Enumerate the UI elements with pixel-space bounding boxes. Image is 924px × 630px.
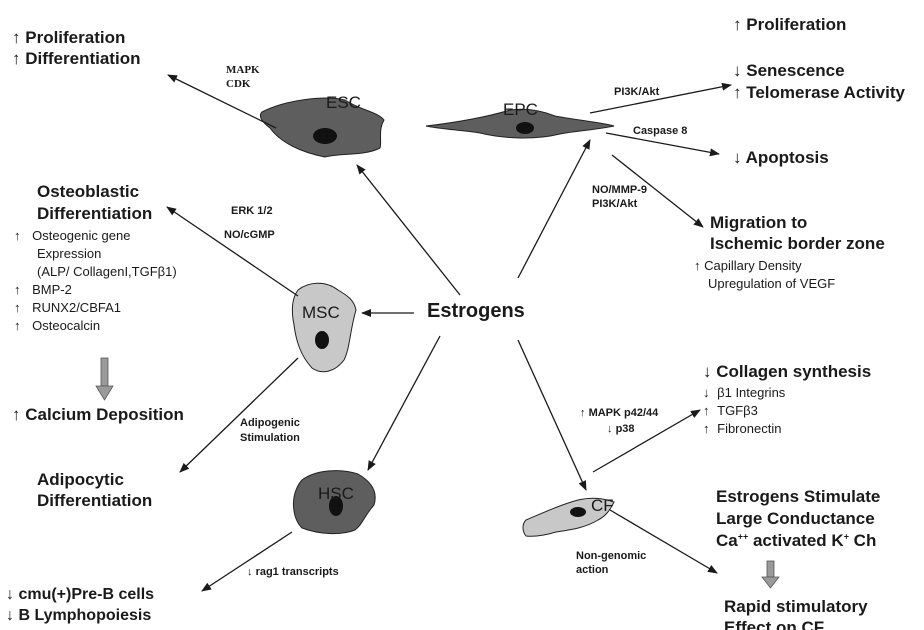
msc-osteo-title-line1: Osteoblastic [37,181,139,202]
arrow-msc-to-adipocytic [180,358,298,472]
arrow-estrogens-to-epc [518,140,590,278]
cf-stim-line3: Ca++ activated K+ Ch [716,530,876,551]
up-arrow-icon: ↑ [14,228,21,243]
down-arrow-icon: ↓ [247,566,253,578]
esc-cell [260,98,384,157]
msc-adipo-stim-line1: Adipogenic [240,416,300,430]
epc-effect-telomerase: ↑ Telomerase Activity [733,82,905,103]
cf-stim-line1: Estrogens Stimulate [716,486,880,507]
esc-nucleus [313,128,337,144]
msc-osteo-item-alp: (ALP/ CollagenI,TGFβ1) [37,263,177,280]
down-arrow-icon: ↓ [607,423,613,435]
arrow-estrogens-to-hsc [368,336,440,470]
arrow-hsc-to-preb [202,532,292,591]
cf-integrins: ↓ β1 Integrins [703,384,785,401]
msc-osteo-item-expression: Expression [37,245,101,262]
epc-pathway-no-mmp9: NO/MMP-9 [592,183,647,197]
down-arrow-icon: ↓ [703,362,712,381]
down-arrow-icon: ↓ [733,61,742,80]
epc-effect-proliferation: ↑ Proliferation [733,14,846,35]
msc-nucleus [315,331,329,349]
epc-capillary-density: ↑ Capillary Density [694,257,802,274]
esc-effect-differentiation: ↑ Differentiation [12,48,140,69]
up-arrow-icon: ↑ [703,403,710,418]
up-arrow-icon: ↑ [580,407,586,419]
down-arrow-icon: ↓ [733,148,742,167]
msc-osteo-title-line2: Differentiation [37,203,152,224]
msc-calcium-deposition: ↑ Calcium Deposition [12,404,184,425]
down-arrow-icon: ↓ [6,586,14,603]
msc-pathway-erk: ERK 1/2 [231,204,273,218]
msc-cell [292,283,356,371]
msc-adipocytic-line1: Adipocytic [37,469,124,490]
cf-pathway-p38: ↓ p38 [607,422,635,436]
epc-vegf: Upregulation of VEGF [708,275,835,292]
up-arrow-icon: ↑ [694,258,701,273]
epc-effect-apoptosis: ↓ Apoptosis [733,147,829,168]
up-arrow-icon: ↑ [14,282,21,297]
cf-rapid-line2: Effect on CF [724,617,824,630]
arrow-msc-to-osteoblastic [167,207,298,296]
cf-fibronectin: ↑ Fibronectin [703,420,781,437]
epc-label: EPC [503,100,538,120]
msc-adipocytic-line2: Differentiation [37,490,152,511]
epc-pathway-caspase: Caspase 8 [633,124,687,138]
up-arrow-icon: ↑ [12,49,21,68]
hsc-b-lymphopoiesis: ↓ B Lymphopoiesis [6,606,151,626]
cf-nongenomic-line2: action [576,563,608,577]
esc-effect-proliferation: ↑ Proliferation [12,27,125,48]
up-arrow-icon: ↑ [12,405,21,424]
cf-pathway-mapk: ↑ MAPK p42/44 [580,406,658,420]
arrow-estrogens-to-esc [357,165,460,295]
epc-effect-senescence: ↓ Senescence [733,60,845,81]
down-arrow-icon: ↓ [6,607,14,624]
msc-osteo-item-osteocalcin: ↑ Osteocalcin [14,317,100,334]
epc-migration-line1: Migration to [710,212,807,233]
cf-label: CF [591,496,614,516]
hsc-rag1: ↓ rag1 transcripts [247,565,339,579]
esc-label: ESC [326,93,361,113]
hsc-label: HSC [318,484,354,504]
up-arrow-icon: ↑ [12,28,21,47]
cf-stim-line2: Large Conductance [716,508,875,529]
msc-osteo-item-runx2: ↑ RUNX2/CBFA1 [14,299,121,316]
up-arrow-icon: ↑ [733,83,742,102]
msc-osteo-item-bmp2: ↑ BMP-2 [14,281,72,298]
esc-pathway-cdk: CDK [226,78,250,91]
arrow-cf-to-rapid [610,510,717,573]
cf-collagen-synthesis: ↓ Collagen synthesis [703,361,871,382]
cf-tgfb3: ↑ TGFβ3 [703,402,758,419]
epc-migration-line2: Ischemic border zone [710,233,885,254]
up-arrow-icon: ↑ [14,318,21,333]
arrow-epc-to-senescence [590,85,731,113]
msc-osteo-item-gene: ↑ Osteogenic gene [14,227,130,244]
estrogens-center-label: Estrogens [427,300,525,323]
cf-rapid-line1: Rapid stimulatory [724,596,868,617]
hsc-preb-cells: ↓ cmu(+)Pre-B cells [6,585,154,605]
up-arrow-icon: ↑ [703,421,710,436]
msc-pathway-no-cgmp: NO/cGMP [224,228,275,242]
down-arrow-icon: ↓ [703,385,710,400]
epc-nucleus [516,122,534,134]
up-arrow-icon: ↑ [733,15,742,34]
up-arrow-icon: ↑ [14,300,21,315]
esc-pathway-mapk: MAPK [226,64,260,77]
block-arrow-calcium [96,358,113,400]
cf-nongenomic-line1: Non-genomic [576,549,646,563]
cf-nucleus [570,507,586,517]
arrow-esc-to-proliferation [168,75,276,128]
block-arrow-rapid [762,561,779,588]
epc-pathway-pi3k: PI3K/Akt [614,85,659,99]
msc-label: MSC [302,303,340,323]
epc-pathway-pi3k-2: PI3K/Akt [592,197,637,211]
arrow-estrogens-to-cf [518,340,586,490]
msc-adipo-stim-line2: Stimulation [240,431,300,445]
